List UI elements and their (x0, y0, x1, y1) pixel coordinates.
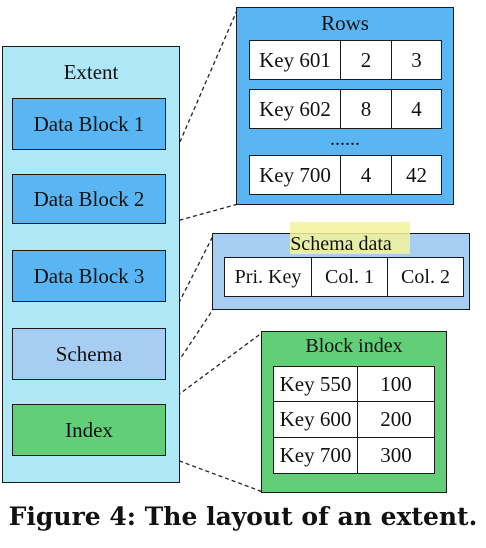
connector-index-top (165, 331, 264, 405)
index-row: Key 550 100 (273, 366, 435, 402)
data-block-2: Data Block 2 (12, 174, 166, 224)
connector-index-bottom (165, 455, 264, 493)
index-block-label: Index (65, 417, 113, 442)
row-key-cell: Key 602 (249, 89, 341, 129)
rows-ellipsis: ...... (330, 128, 360, 150)
row-key-cell: Key 700 (249, 155, 341, 195)
row-col-a-cell: 2 (341, 40, 392, 80)
row-key-cell: Key 601 (249, 40, 341, 80)
row-col-b-cell: 4 (392, 89, 442, 129)
rows-table-row: Key 602 8 4 (249, 89, 442, 129)
row-col-a-cell: 4 (341, 155, 392, 195)
index-row: Key 700 300 (273, 438, 435, 474)
connector-block2-bottom (165, 203, 239, 225)
schema-title-highlight (290, 222, 410, 254)
block-index-title: Block index (305, 335, 403, 357)
rows-table-row: Key 601 2 3 (249, 40, 442, 80)
schema-data-title: Schema data (290, 233, 392, 255)
rows-table-row: Key 700 4 42 (249, 155, 442, 195)
schema-block: Schema (12, 328, 166, 380)
index-value-cell: 300 (358, 438, 435, 474)
rows-panel-title: Rows (321, 11, 369, 35)
data-block-3: Data Block 3 (12, 250, 166, 302)
index-key-cell: Key 700 (273, 438, 358, 474)
data-block-1-label: Data Block 1 (33, 111, 145, 136)
schema-column-cell: Col. 2 (388, 257, 464, 297)
block-index-table: Key 550 100 Key 600 200 Key 700 300 (273, 366, 435, 474)
index-row: Key 600 200 (273, 402, 435, 438)
row-col-b-cell: 42 (392, 155, 442, 195)
data-block-3-label: Data Block 3 (33, 263, 145, 288)
index-value-cell: 100 (358, 366, 435, 402)
row-col-a-cell: 8 (341, 89, 392, 129)
index-value-cell: 200 (358, 402, 435, 438)
data-block-1: Data Block 1 (12, 98, 166, 150)
row-col-b-cell: 3 (392, 40, 442, 80)
extent-title: Extent (63, 60, 119, 84)
schema-column-cell: Pri. Key (224, 257, 312, 297)
index-key-cell: Key 550 (273, 366, 358, 402)
schema-column-cell: Col. 1 (312, 257, 388, 297)
index-key-cell: Key 600 (273, 402, 358, 438)
figure-caption: Figure 4: The layout of an extent. (8, 502, 478, 531)
data-block-2-label: Data Block 2 (33, 186, 145, 211)
schema-block-label: Schema (55, 341, 123, 366)
index-block: Index (12, 404, 166, 456)
schema-columns-table: Pri. Key Col. 1 Col. 2 (224, 257, 464, 297)
